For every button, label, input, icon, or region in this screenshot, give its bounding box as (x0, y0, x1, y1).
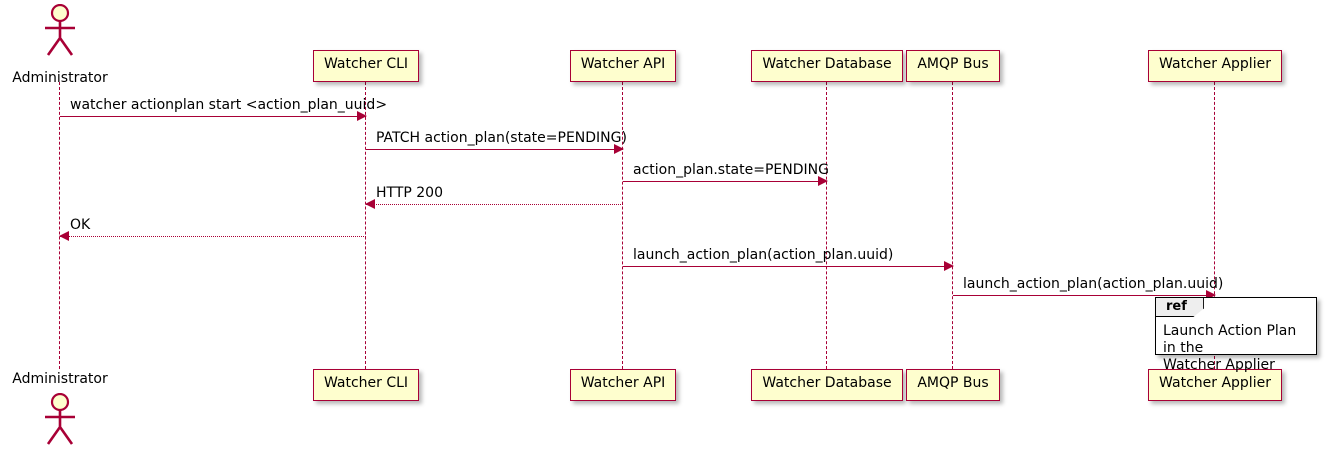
message-label-msg-7: launch_action_plan(action_plan.uuid) (963, 276, 1224, 292)
message-arrowhead-msg-5 (59, 231, 69, 241)
ref-fragment-text: Launch Action Plan in the Watcher Applie… (1163, 323, 1297, 374)
message-line-msg-4 (366, 204, 623, 205)
participant-box-watcher-applier-top[interactable]: Watcher Applier (1148, 50, 1282, 82)
message-arrowhead-msg-3 (818, 176, 828, 186)
lifeline-amqp-bus (952, 82, 954, 369)
actor-administrator-top (39, 3, 81, 60)
message-line-msg-5 (60, 236, 366, 237)
message-label-msg-6: launch_action_plan(action_plan.uuid) (633, 247, 894, 263)
message-line-msg-6 (623, 266, 953, 267)
participant-box-watcher-db-top[interactable]: Watcher Database (751, 50, 903, 82)
lifeline-watcher-db (826, 82, 828, 369)
participant-box-watcher-db-bottom[interactable]: Watcher Database (751, 369, 903, 401)
message-line-msg-7 (953, 295, 1215, 296)
message-arrowhead-msg-6 (944, 261, 954, 271)
participant-box-amqp-bus-top[interactable]: AMQP Bus (906, 50, 1000, 82)
participant-box-watcher-cli-bottom[interactable]: Watcher CLI (312, 369, 420, 401)
ref-fragment-tab-label: ref (1156, 298, 1204, 317)
message-arrowhead-msg-1 (357, 111, 367, 121)
message-arrowhead-msg-4 (365, 199, 375, 209)
message-label-msg-5: OK (70, 217, 91, 233)
message-label-msg-2: PATCH action_plan(state=PENDING) (376, 130, 627, 146)
message-label-msg-4: HTTP 200 (376, 185, 443, 201)
lifeline-administrator (59, 82, 61, 369)
message-line-msg-3 (623, 181, 827, 182)
lifeline-watcher-applier (1214, 82, 1216, 369)
lifeline-watcher-api (622, 82, 624, 369)
actor-administrator-bottom (39, 392, 81, 449)
participant-box-watcher-api-bottom[interactable]: Watcher API (569, 369, 677, 401)
actor-label-administrator-top: Administrator (12, 70, 108, 86)
message-arrowhead-msg-7 (1206, 290, 1216, 300)
participant-box-watcher-applier-bottom[interactable]: Watcher Applier (1148, 369, 1282, 401)
message-label-msg-3: action_plan.state=PENDING (633, 162, 829, 178)
message-line-msg-1 (60, 116, 366, 117)
message-line-msg-2 (366, 149, 623, 150)
message-label-msg-1: watcher actionplan start <action_plan_uu… (70, 97, 388, 113)
actor-label-administrator-bottom: Administrator (12, 371, 108, 387)
lifeline-watcher-cli (365, 82, 367, 369)
participant-box-amqp-bus-bottom[interactable]: AMQP Bus (906, 369, 1000, 401)
message-arrowhead-msg-2 (614, 144, 624, 154)
participant-box-watcher-api-top[interactable]: Watcher API (569, 50, 677, 82)
participant-box-watcher-cli-top[interactable]: Watcher CLI (312, 50, 420, 82)
